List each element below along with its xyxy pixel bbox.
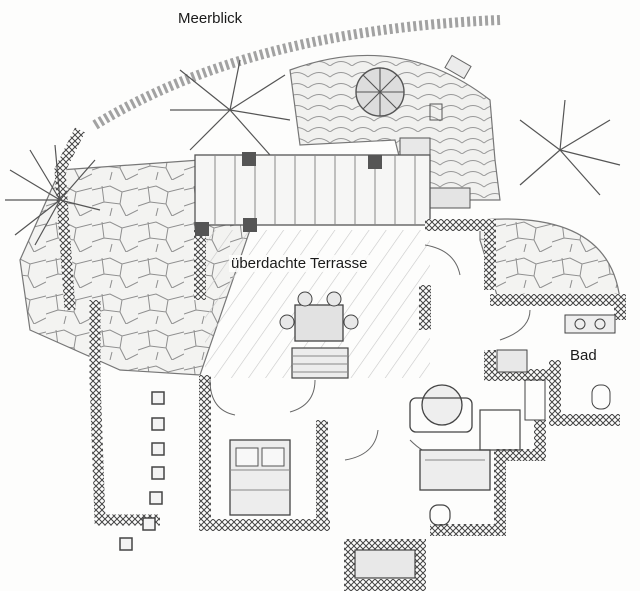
pergola bbox=[194, 154, 431, 226]
house-walls bbox=[194, 219, 626, 591]
bed bbox=[229, 439, 291, 516]
palm-tree-right-icon bbox=[519, 99, 621, 196]
palm-tree-left-icon bbox=[5, 144, 101, 246]
stepping-stones bbox=[119, 391, 165, 551]
covered-terrace-label: überdachte Terrasse bbox=[229, 255, 370, 272]
living-room-furniture bbox=[409, 384, 521, 526]
sea-view-label: Meerblick bbox=[176, 10, 245, 27]
palm-tree-icons bbox=[5, 59, 621, 246]
bathroom-fixtures bbox=[496, 314, 616, 421]
sea-side-hedge bbox=[92, 15, 501, 130]
bathroom-label: Bad bbox=[568, 347, 599, 364]
right-stone-patio bbox=[479, 218, 621, 306]
palm-tree-center-icon bbox=[170, 59, 291, 156]
upper-stone-terrace bbox=[289, 54, 501, 209]
terrace-dining-set bbox=[279, 291, 359, 379]
parasol-icon bbox=[355, 67, 405, 117]
